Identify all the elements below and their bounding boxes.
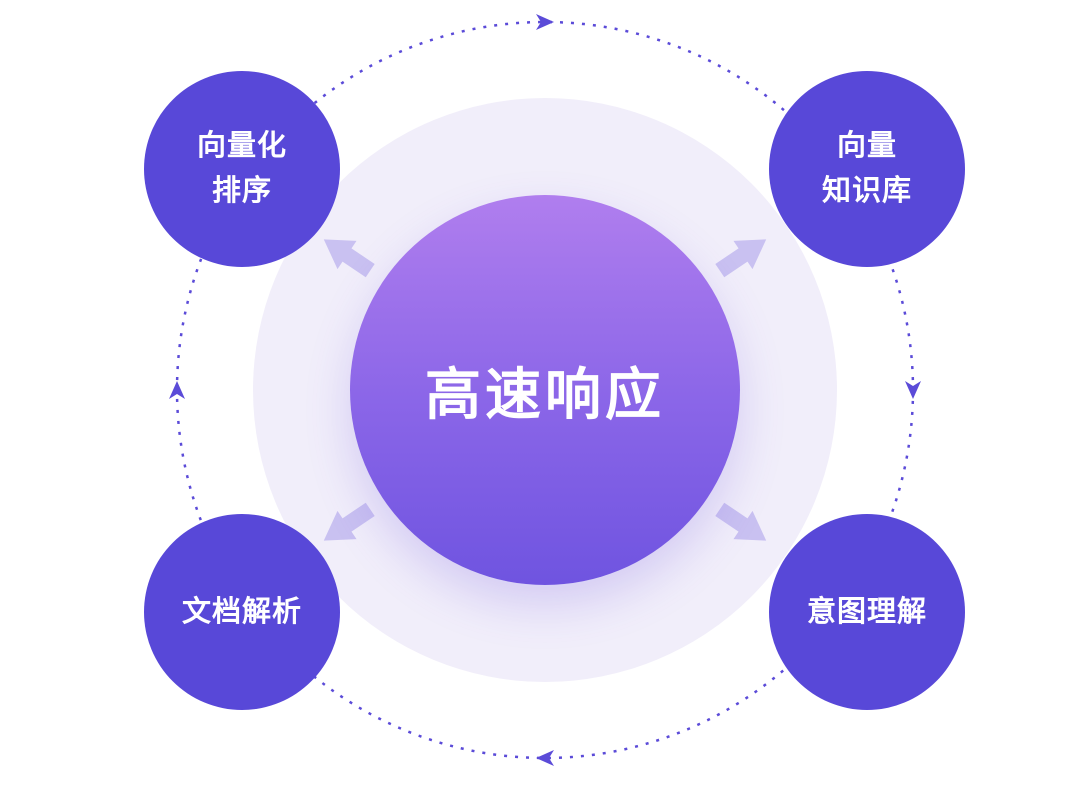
node-intent-understanding: 意图理解 [769,514,965,710]
center-arrow-bottom-right-icon [715,502,767,541]
node-label-line: 知识库 [821,175,912,207]
node-label-line: 文档解析 [181,595,302,628]
center-arrow-bottom-left-icon [323,502,375,541]
center-node: 高速响应 [350,195,740,585]
orbit-arrow-top-icon [536,14,554,30]
node-vectorize-sort: 向量化 排序 [144,71,340,267]
node-label-line: 向量化 [196,130,287,163]
center-label: 高速响应 [425,362,665,426]
orbit-arrow-left-icon [169,381,185,399]
orbit-arrow-right-icon [905,381,921,399]
node-label-line: 意图理解 [806,595,927,628]
center-arrow-top-left-icon [323,239,375,278]
node-label-line: 排序 [211,175,272,207]
node-label-line: 向量 [836,130,897,163]
center-arrow-top-right-icon [715,239,767,278]
node-document-parsing: 文档解析 [144,514,340,710]
orbit-arrow-bottom-icon [536,750,554,766]
node-vector-knowledge-base: 向量 知识库 [769,71,965,267]
